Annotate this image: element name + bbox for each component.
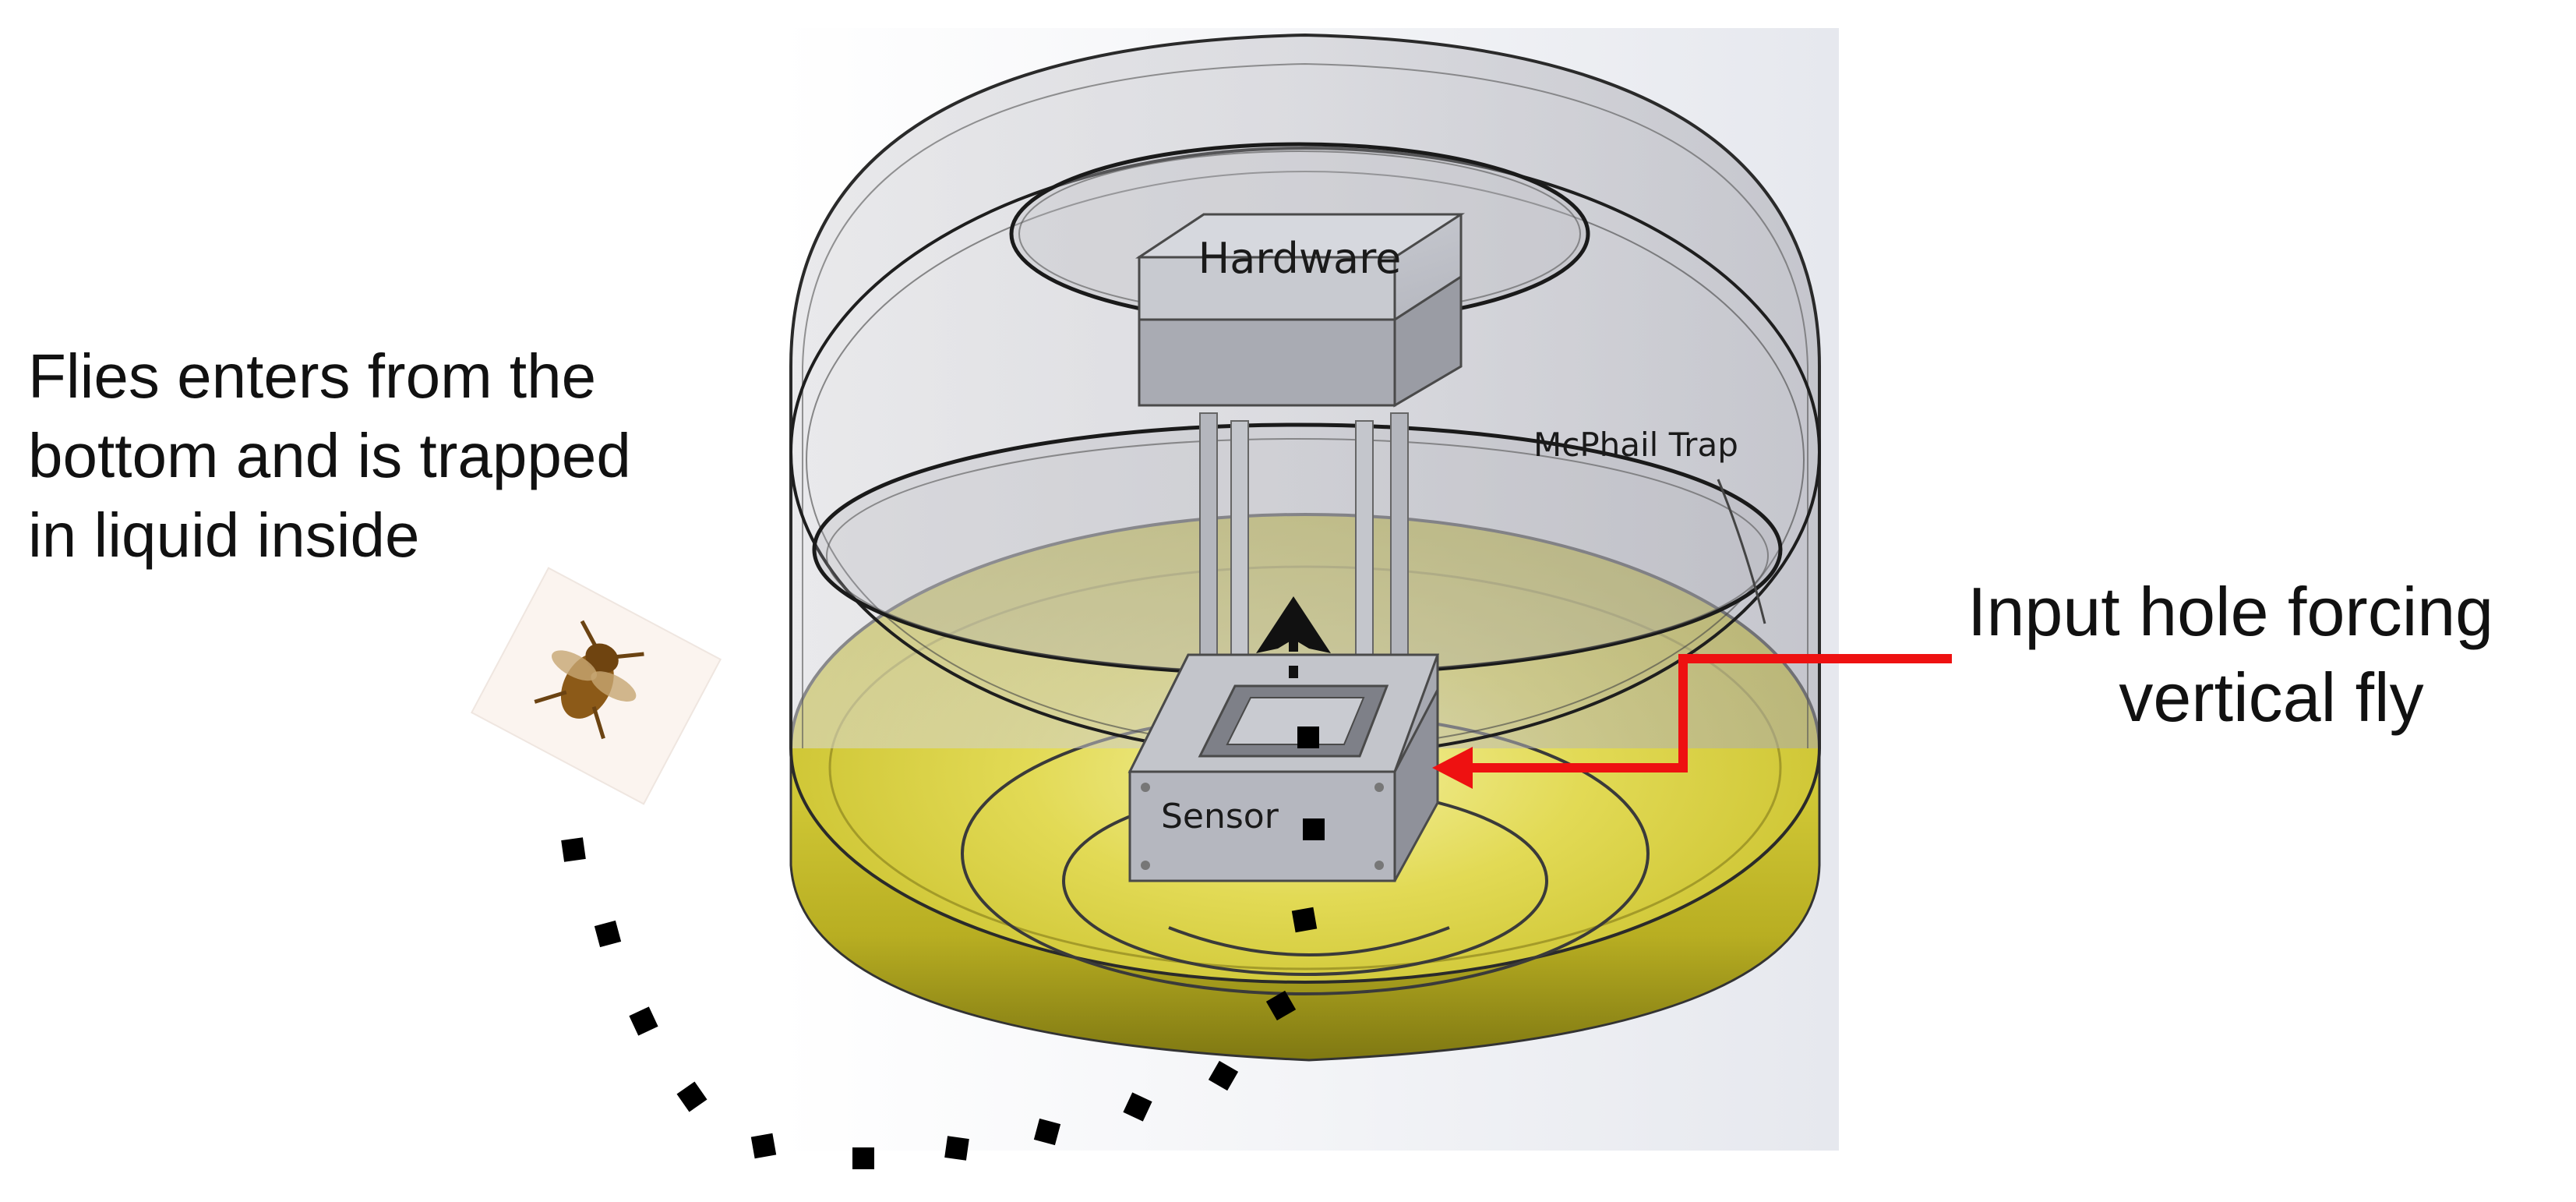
- hardware-label: Hardware: [1198, 234, 1402, 283]
- mcphail-trap-label: McPhail Trap: [1533, 426, 1738, 464]
- input-hole-label-line1: Input hole forcing: [1967, 573, 2493, 650]
- sensor-box: [1127, 653, 1440, 882]
- flies-label-line1: Flies enters from the: [28, 341, 596, 411]
- red-arrow: [1432, 654, 1952, 789]
- sensor-label: Sensor: [1161, 797, 1279, 836]
- flies-label-line2: bottom and is trapped: [28, 421, 631, 490]
- fly-photo-icon: [470, 567, 722, 805]
- flies-label-line3: in liquid inside: [28, 500, 420, 570]
- trap-leader-line: [1717, 479, 1766, 624]
- hardware-box: [1135, 213, 1466, 408]
- input-hole-label-line2: vertical fly: [2119, 659, 2423, 736]
- support-rods: [1199, 412, 1409, 671]
- fly-path: [561, 727, 1325, 1169]
- up-arrow: [1256, 596, 1331, 678]
